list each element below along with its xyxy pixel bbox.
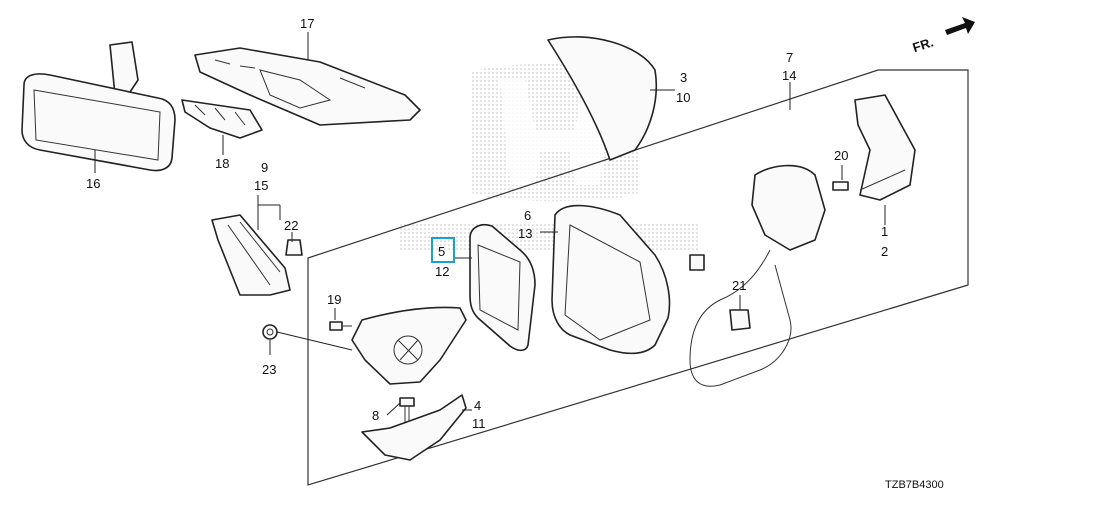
screw-part-19[interactable] [329,321,352,331]
mirror-housing-part[interactable] [551,204,671,355]
highlight-box [431,237,455,263]
callout-1[interactable]: 1 [881,224,888,239]
callout-4[interactable]: 4 [474,398,481,413]
callout-14[interactable]: 14 [782,68,796,83]
callout-12[interactable]: 12 [435,264,449,279]
bolt-part-8[interactable] [399,397,415,422]
washer-part-23[interactable] [262,324,278,340]
front-arrow-icon [945,17,975,35]
callout-21[interactable]: 21 [732,278,746,293]
callout-16[interactable]: 16 [86,176,100,191]
rear-view-mirror-part[interactable] [21,41,176,172]
callout-labels: 16 17 18 9 15 22 19 23 5 12 4 11 8 6 13 … [86,16,888,431]
callout-13[interactable]: 13 [518,226,532,241]
actuator-harness-part[interactable] [689,164,826,387]
callout-9[interactable]: 9 [261,160,268,175]
mirror-base-mount-part[interactable] [351,306,467,385]
diagram-code: TZB7B4300 [885,479,944,491]
callout-5[interactable]: 5 [438,244,445,259]
callout-23[interactable]: 23 [262,362,276,377]
callout-10[interactable]: 10 [676,90,690,105]
connector-part-21[interactable] [729,309,751,331]
bracket-part[interactable] [181,99,263,139]
callout-3[interactable]: 3 [680,70,687,85]
garnish-part[interactable] [211,214,291,296]
clip-part-22[interactable] [285,239,303,256]
callout-6[interactable]: 6 [524,208,531,223]
callout-19[interactable]: 19 [327,292,341,307]
callout-8[interactable]: 8 [372,408,379,423]
callout-2[interactable]: 2 [881,244,888,259]
roof-console-part[interactable] [194,47,421,126]
callout-15[interactable]: 15 [254,178,268,193]
mirror-glass-part[interactable] [469,223,536,352]
screw-part-20[interactable] [832,181,849,191]
callout-18[interactable]: 18 [215,156,229,171]
callout-22[interactable]: 22 [284,218,298,233]
callout-20[interactable]: 20 [834,148,848,163]
turn-signal-part[interactable] [854,94,916,201]
front-direction-indicator: FR. [911,17,975,55]
fr-label: FR. [911,34,936,55]
callout-17[interactable]: 17 [300,16,314,31]
callout-7[interactable]: 7 [786,50,793,65]
callout-11[interactable]: 11 [472,416,486,431]
assembly-frame [307,69,969,486]
leader-lines [94,32,886,416]
skull-cap-part[interactable] [547,36,658,161]
base-cover-part[interactable] [361,394,467,461]
